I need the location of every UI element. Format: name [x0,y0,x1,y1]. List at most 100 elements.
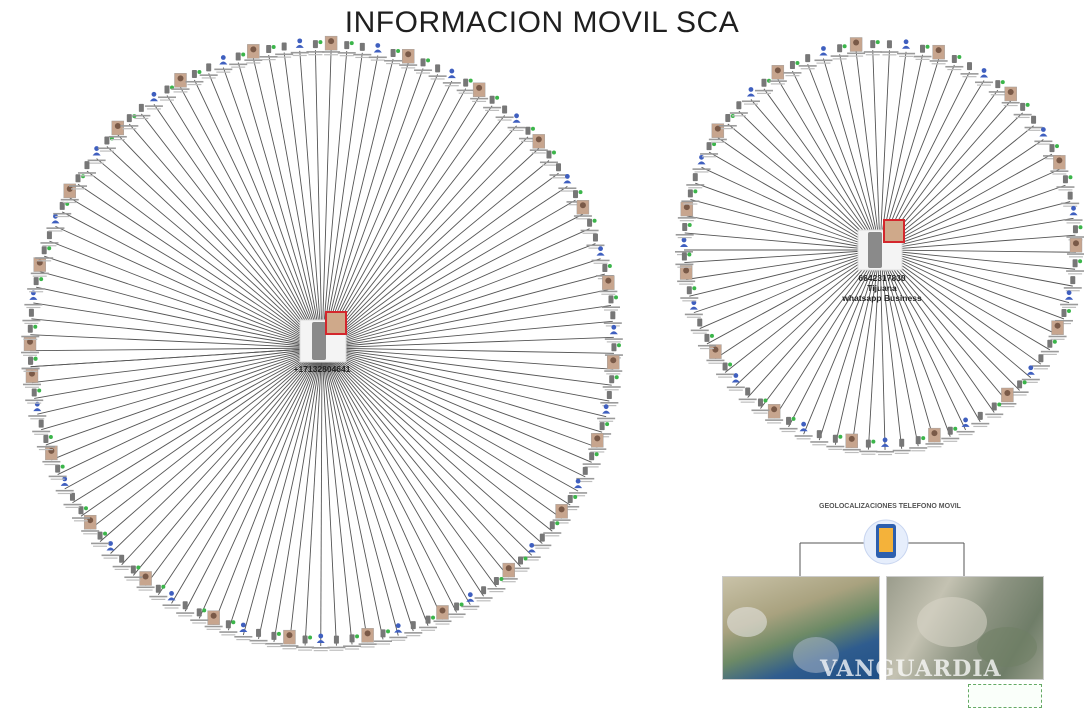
contact-node[interactable] [91,531,110,547]
contact-node[interactable] [783,61,802,77]
contact-node[interactable] [433,605,452,625]
contact-node[interactable] [1063,276,1082,292]
contact-node[interactable] [124,565,143,581]
contact-node[interactable] [677,265,696,285]
contact-node[interactable] [985,402,1004,418]
contact-node[interactable] [389,623,408,641]
satellite-map-city[interactable] [886,576,1044,680]
contact-node[interactable] [322,35,341,56]
contact-node[interactable] [63,492,82,508]
contact-node[interactable] [22,308,41,324]
contact-node[interactable] [358,628,377,648]
left-hub[interactable]: +17132804641 [294,311,351,374]
contact-node[interactable] [60,183,79,204]
contact-node[interactable] [588,433,607,453]
contact-node[interactable] [751,398,770,414]
contact-node[interactable] [1050,155,1069,175]
contact-node[interactable] [960,62,979,78]
contact-node[interactable] [794,421,813,440]
contact-node[interactable] [1001,86,1020,107]
contact-node[interactable] [543,521,562,537]
contact-node[interactable] [77,161,96,177]
contact-node[interactable] [876,437,895,456]
contact-node[interactable] [716,362,735,378]
contact-node[interactable] [1054,308,1073,325]
contact-node[interactable] [700,142,719,158]
contact-node[interactable] [681,189,700,205]
contact-node[interactable] [474,586,493,602]
contact-node[interactable] [810,430,829,446]
contact-node[interactable] [975,68,994,86]
contact-node[interactable] [21,324,40,340]
contact-node[interactable] [741,87,760,105]
contact-node[interactable] [136,571,155,591]
contact-node[interactable] [244,44,263,64]
contact-node[interactable] [219,620,238,636]
contact-node[interactable] [1061,191,1080,207]
contact-node[interactable] [311,633,330,652]
contact-node[interactable] [447,602,466,618]
contact-node[interactable] [847,37,866,57]
contact-node[interactable] [337,41,356,57]
contact-node[interactable] [602,375,621,391]
contact-node[interactable] [880,40,899,56]
contact-node[interactable] [204,610,223,630]
contact-node[interactable] [171,73,190,93]
contact-node[interactable] [533,533,552,549]
satellite-map-region[interactable] [722,576,880,680]
contact-node[interactable] [384,48,403,65]
contact-node[interactable] [604,355,623,375]
contact-node[interactable] [55,476,74,495]
contact-node[interactable] [507,113,526,131]
contact-node[interactable] [677,201,696,222]
contact-node[interactable] [185,69,204,86]
contact-node[interactable] [1013,102,1032,119]
contact-node[interactable] [1034,127,1053,145]
contact-node[interactable] [522,542,541,561]
contact-node[interactable] [686,173,705,189]
contact-node[interactable] [925,427,944,448]
contact-node[interactable] [941,426,960,442]
contact-node[interactable] [306,40,325,56]
contact-node[interactable] [998,387,1017,408]
contact-node[interactable] [814,46,833,64]
contact-node[interactable] [353,42,372,59]
contact-node[interactable] [234,622,253,641]
contact-node[interactable] [826,434,845,450]
contact-node[interactable] [600,391,619,407]
contact-node[interactable] [1021,365,1040,383]
contact-node[interactable] [597,404,616,422]
contact-node[interactable] [929,44,948,65]
contact-node[interactable] [798,54,817,70]
contact-node[interactable] [199,63,218,79]
contact-node[interactable] [591,246,610,264]
contact-node[interactable] [442,68,461,87]
contact-node[interactable] [971,411,990,428]
contact-node[interactable] [249,628,268,645]
contact-node[interactable] [582,452,601,468]
contact-node[interactable] [112,554,131,570]
contact-node[interactable] [487,577,506,593]
contact-node[interactable] [48,464,67,480]
contact-node[interactable] [1066,259,1084,275]
contact-node[interactable] [511,556,530,572]
contact-node[interactable] [132,103,151,120]
contact-node[interactable] [697,333,716,350]
contact-node[interactable] [586,233,605,249]
contact-node[interactable] [549,163,568,179]
contact-node[interactable] [726,373,745,391]
contact-node[interactable] [580,218,599,234]
contact-node[interactable] [566,190,585,206]
contact-node[interactable] [495,105,514,121]
contact-node[interactable] [214,55,233,73]
contact-node[interactable] [573,200,592,220]
contact-node[interactable] [327,635,346,651]
contact-node[interactable] [176,601,195,617]
contact-node[interactable] [988,80,1007,96]
contact-node[interactable] [892,438,911,454]
contact-node[interactable] [229,52,248,68]
contact-node[interactable] [675,222,694,239]
contact-node[interactable] [399,49,418,69]
contact-node[interactable] [24,290,43,309]
contact-node[interactable] [42,445,61,466]
